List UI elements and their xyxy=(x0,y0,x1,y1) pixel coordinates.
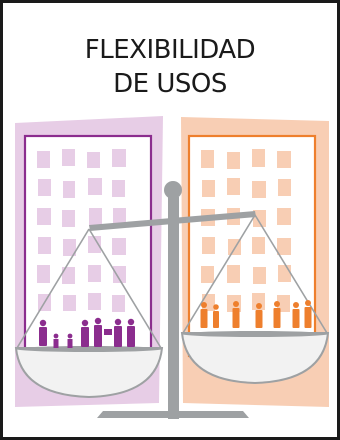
scale-beam xyxy=(89,211,256,231)
left-pan xyxy=(14,347,164,399)
purple-people-group xyxy=(39,317,135,348)
page-title: FLEXIBILIDAD DE USOS xyxy=(3,33,337,101)
scale-base xyxy=(97,411,249,418)
title-line-2: DE USOS xyxy=(113,69,227,99)
balance-scale xyxy=(14,181,330,419)
right-pan-strings xyxy=(182,214,328,334)
title-line-1: FLEXIBILIDAD xyxy=(84,35,256,65)
scale-pole xyxy=(168,197,179,419)
right-pan xyxy=(180,332,330,385)
orange-people-group xyxy=(200,300,312,328)
balance-illustration xyxy=(14,116,330,419)
left-pan-strings xyxy=(16,228,162,349)
scale-knob xyxy=(164,181,182,199)
